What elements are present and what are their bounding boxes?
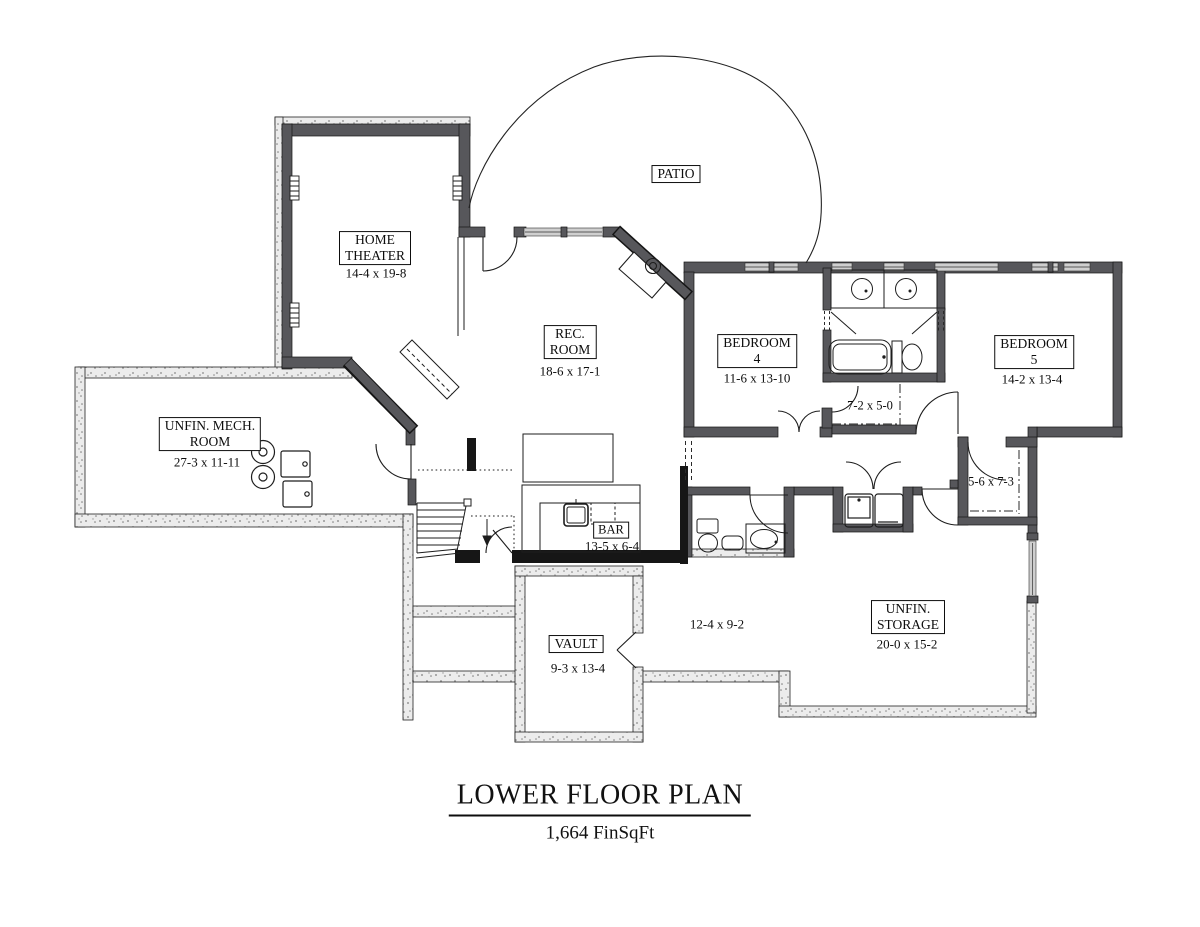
- home-theater-line2: THEATER: [345, 248, 405, 263]
- mechanical-equipment: [250, 439, 313, 508]
- room-dims-bedroom-4: 11-6 x 13-10: [723, 370, 791, 386]
- jack-jill-bath-fixtures: [828, 269, 938, 375]
- rec-room-line2: ROOM: [549, 342, 591, 357]
- room-dims-bedroom5-closet: 5-6 x 7-3: [968, 474, 1014, 489]
- title-block: LOWER FLOOR PLAN 1,664 FinSqFt: [448, 780, 752, 845]
- patio-label: PATIO: [651, 165, 701, 183]
- bedroom-5-line1: BEDROOM: [1000, 336, 1068, 352]
- concrete-walls-layer: [74, 116, 1037, 743]
- fireplace: [618, 251, 667, 299]
- room-dims-bar: 13-5 x 6-4: [584, 538, 640, 554]
- rec-room-line1: REC.: [555, 326, 585, 342]
- room-dims-jack-jill-bath: 7-2 x 5-0: [847, 398, 893, 413]
- laundry-appliances: [844, 493, 904, 528]
- room-label-vault: VAULT: [548, 635, 604, 653]
- plan-subtitle: 1,664 FinSqFt: [545, 822, 655, 844]
- vault-label-text: VAULT: [554, 636, 598, 652]
- room-label-storage: UNFIN. STORAGE: [870, 600, 946, 634]
- window-mullions: [525, 226, 1090, 595]
- room-dims-storage: 20-0 x 15-2: [876, 636, 938, 652]
- dashed-lines-layer: [685, 311, 1020, 514]
- room-label-home-theater: HOME THEATER: [339, 231, 411, 265]
- patio-label-text: PATIO: [657, 166, 695, 182]
- mech-room-line1: UNFIN. MECH.: [164, 418, 256, 434]
- room-label-bedroom-5: BEDROOM 5: [994, 335, 1074, 369]
- room-dims-mech-room: 27-3 x 11-11: [173, 454, 241, 470]
- home-theater-line1: HOME: [355, 232, 395, 248]
- bedroom-4-line2: 4: [753, 351, 761, 366]
- storage-line1: UNFIN.: [885, 601, 931, 617]
- room-label-bar: BAR: [593, 521, 629, 539]
- patio-outline: [468, 55, 822, 264]
- room-label-mech-room: UNFIN. MECH. ROOM: [158, 417, 262, 451]
- room-dims-vault: 9-3 x 13-4: [550, 660, 606, 676]
- room-dims-flex-area: 12-4 x 9-2: [689, 616, 745, 632]
- bedroom-5-line2: 5: [1030, 352, 1038, 367]
- room-label-rec-room: REC. ROOM: [543, 325, 597, 359]
- bar-counter: [521, 433, 641, 553]
- doors-layer: [375, 236, 1007, 669]
- lower-bath-fixtures: [696, 518, 786, 554]
- staircase: [415, 469, 515, 559]
- wall-hatch-symbols: [289, 175, 463, 328]
- room-label-bedroom-4: BEDROOM 4: [717, 334, 797, 368]
- bearing-walls: [455, 438, 688, 564]
- bedroom-4-line1: BEDROOM: [723, 335, 791, 351]
- storage-line2: STORAGE: [876, 617, 940, 632]
- room-dims-bedroom-5: 14-2 x 13-4: [1001, 371, 1063, 387]
- room-dims-rec-room: 18-6 x 17-1: [539, 363, 601, 379]
- bar-label-text: BAR: [598, 522, 624, 537]
- mech-room-line2: ROOM: [189, 434, 231, 449]
- thin-partitions: [399, 237, 465, 400]
- plan-title: LOWER FLOOR PLAN: [448, 780, 752, 817]
- room-dims-home-theater: 14-4 x 19-8: [345, 265, 407, 281]
